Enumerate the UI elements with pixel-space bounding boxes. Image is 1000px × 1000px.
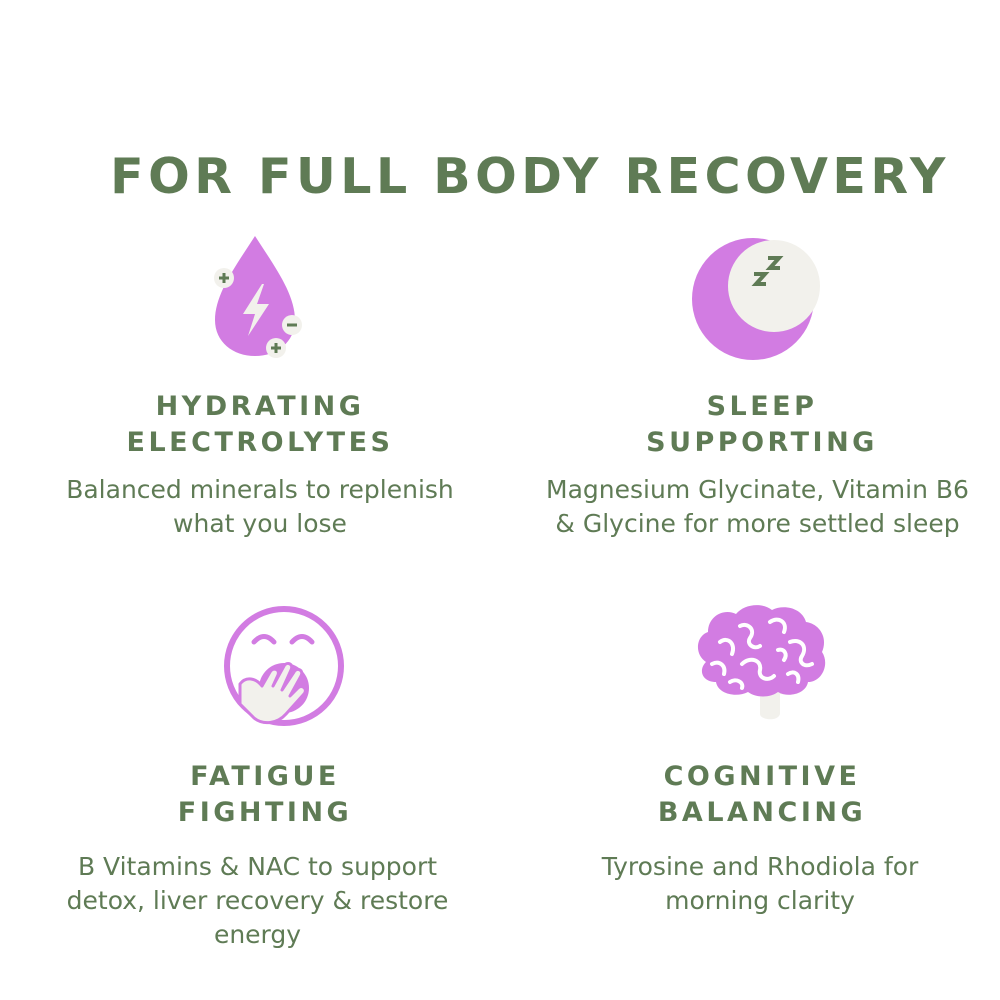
feature-description-fatigue: B Vitamins & NAC to support detox, liver… — [66, 852, 449, 949]
electrolyte-drop-icon — [214, 236, 302, 358]
feature-title-fatigue: FATIGUE FIGHTING — [177, 761, 353, 828]
moon-sleep-icon — [692, 238, 820, 360]
feature-title-hydrating: HYDRATING ELECTROLYTES — [126, 391, 394, 458]
feature-title-sleep: SLEEP SUPPORTING — [646, 391, 878, 458]
feature-description-cognitive: Tyrosine and Rhodiola for morning clarit… — [601, 852, 919, 915]
feature-title-cognitive: COGNITIVE BALANCING — [657, 761, 867, 828]
feature-description-sleep: Magnesium Glycinate, Vitamin B6 & Glycin… — [546, 475, 969, 538]
brain-icon — [697, 605, 826, 720]
feature-description-hydrating: Balanced minerals to replenish what you … — [66, 475, 454, 538]
page-title: FOR FULL BODY RECOVERY — [110, 148, 950, 205]
yawning-face-icon — [224, 606, 344, 726]
